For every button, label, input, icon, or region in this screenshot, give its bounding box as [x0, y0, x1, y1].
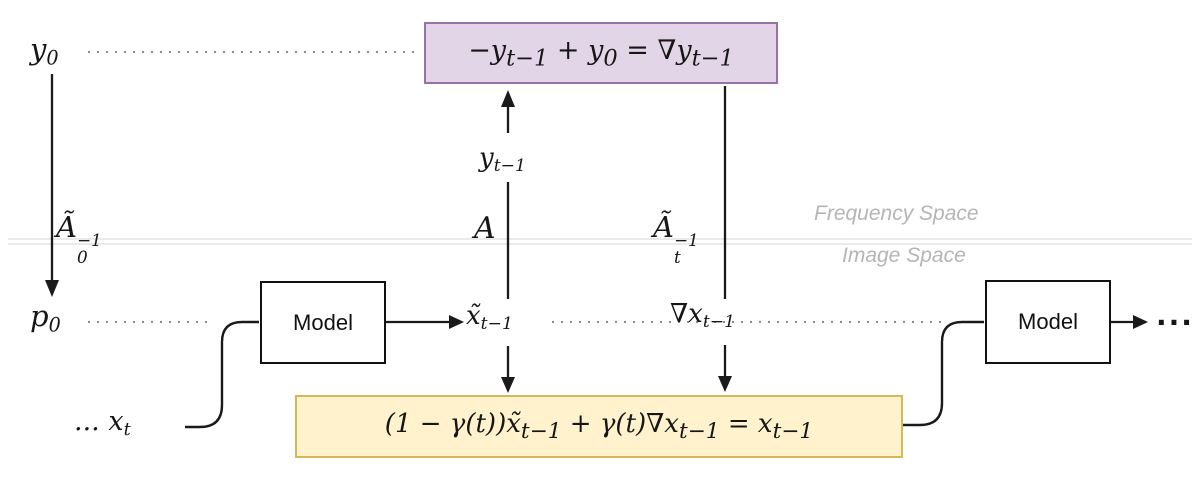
frequency-space-label: Frequency Space — [814, 202, 979, 225]
frequency-update-box: −yt−1 + y0 = ∇yt−1 — [424, 22, 778, 84]
image-formula-sub2: t−1 — [678, 419, 720, 445]
arrow-xtilde-down-head — [501, 377, 515, 393]
arrow-y0-to-p0-head — [45, 280, 59, 297]
xtilde-t1-label: x̃t−1 — [466, 303, 513, 333]
p0-sub: 0 — [48, 313, 61, 337]
curve-xt1-to-model-right — [903, 320, 984, 427]
xtilde-t1-base: x̃ — [466, 301, 481, 331]
xt-base: x — [108, 406, 124, 437]
image-formula-part3: = x — [719, 408, 773, 439]
yt1-label: yt−1 — [479, 145, 526, 175]
A0-inverse-sub: 0 — [76, 247, 88, 268]
curve-xt-to-model-left — [185, 320, 259, 429]
model-box-right: Model — [985, 280, 1111, 364]
image-formula-part1: (1 − γ(t))x̃ — [384, 408, 521, 439]
y0-sub: 0 — [46, 46, 59, 70]
A0-inverse-base: Ã — [56, 210, 77, 244]
image-space-label: Image Space — [842, 244, 966, 267]
yt1-base: y — [479, 143, 494, 173]
freq-formula-part3: = ∇y — [617, 34, 692, 66]
p0-base: p — [30, 299, 49, 333]
image-formula: (1 − γ(t))x̃t−1 + γ(t)∇xt−1 = xt−1 — [385, 409, 813, 444]
image-formula-sub3: t−1 — [772, 419, 814, 445]
y0-base: y — [30, 32, 47, 66]
grad-x-t1-label: ∇xt−1 — [670, 301, 735, 331]
xt-sub: t — [123, 418, 131, 440]
grad-x-t1-sub: t−1 — [702, 311, 736, 332]
arrow-yt1-up-head — [501, 90, 515, 107]
continuation-ellipsis: ... — [1156, 299, 1194, 332]
A-transform-label: A — [474, 211, 496, 246]
freq-formula-part1: −y — [468, 34, 507, 66]
At-inverse-base: Ã — [653, 210, 674, 244]
xtilde-t1-sub: t−1 — [480, 313, 513, 334]
model-box-left: Model — [260, 281, 386, 364]
arrow-model-right-output-head — [1133, 315, 1148, 329]
image-formula-part2: + γ(t)∇x — [561, 408, 679, 439]
freq-formula-part2: + y — [548, 34, 604, 66]
At-inverse-sup: −1 — [673, 229, 699, 250]
xt-ellipsis: ... — [74, 406, 109, 437]
xt-input-label: ... xt — [74, 408, 131, 439]
freq-formula-sub3: t−1 — [691, 45, 734, 72]
At-inverse-sub: t — [673, 247, 681, 268]
grad-x-t1-base: ∇x — [670, 299, 703, 329]
freq-formula-sub1: t−1 — [506, 45, 549, 72]
image-update-box: (1 − γ(t))x̃t−1 + γ(t)∇xt−1 = xt−1 — [295, 395, 903, 458]
y0-label: y0 — [30, 32, 59, 70]
yt1-sub: t−1 — [493, 155, 526, 176]
arrow-model-left-output-head — [449, 315, 464, 329]
image-formula-sub1: t−1 — [520, 419, 562, 445]
p0-label: p0 — [30, 299, 61, 337]
freq-formula: −yt−1 + y0 = ∇yt−1 — [468, 35, 734, 71]
freq-formula-sub2: 0 — [603, 45, 618, 72]
A0-inverse-sup: −1 — [76, 229, 102, 250]
arrow-gradx-down-head — [718, 376, 732, 392]
